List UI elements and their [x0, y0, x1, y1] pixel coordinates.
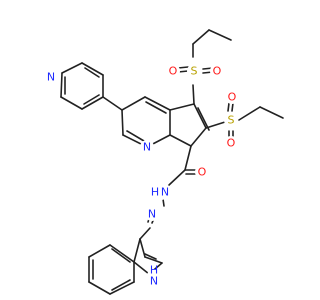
bond [192, 29, 210, 45]
bond [139, 238, 146, 258]
bond [133, 238, 141, 263]
bond [238, 106, 261, 121]
bond [111, 279, 131, 291]
ring-n-bg [140, 140, 154, 154]
carbonyl-o-bg [195, 165, 209, 179]
so2-right-s-label: S [228, 114, 235, 127]
bond [144, 253, 157, 260]
bond [197, 107, 210, 131]
bond [184, 145, 192, 171]
bond [126, 130, 145, 142]
bond [88, 244, 111, 258]
bond [111, 248, 131, 263]
structure-canvas: N N S O O S O O O N H N H N [44, 29, 284, 295]
bond [60, 96, 83, 110]
bond [162, 198, 165, 207]
so2-top-o2-label: O [213, 65, 222, 78]
so2-right-o2-bg [224, 136, 238, 150]
bond [177, 66, 189, 69]
bond [102, 96, 123, 111]
bond [121, 96, 146, 111]
so2-right-s-bg [224, 113, 238, 127]
bond [193, 103, 207, 129]
bond [190, 127, 207, 147]
bond [109, 281, 135, 295]
bond [208, 29, 232, 41]
indole-n-label: N [150, 275, 158, 288]
amide-nh-bg [153, 184, 169, 200]
indole-h-label: H [150, 264, 158, 277]
bond [121, 109, 124, 136]
ring-n-label: N [143, 141, 151, 154]
pyridine-n-bg [44, 70, 58, 84]
carbonyl-o-label: O [198, 166, 207, 179]
bond [169, 134, 192, 147]
so2-right-o1-label: O [228, 91, 237, 104]
bond [133, 261, 150, 275]
bond [168, 169, 186, 186]
bond [139, 227, 151, 240]
amide-n-label: N [161, 186, 169, 199]
bond [81, 62, 104, 76]
amide-h-label: H [151, 186, 159, 199]
so2-top-o1-bg [166, 64, 180, 78]
indole-nh-bg [147, 269, 161, 283]
bond [145, 101, 167, 114]
so2-top-s-bg [187, 64, 201, 78]
bond [144, 256, 163, 264]
bond [81, 96, 104, 110]
bond [231, 102, 234, 112]
so2-right-o2-label: O [227, 137, 236, 150]
imine-n-label: N [148, 208, 156, 221]
bond [144, 96, 171, 111]
atom-layer: N N S O O S O O O N H N H N [44, 64, 239, 288]
bond [84, 67, 100, 78]
bond [169, 103, 195, 111]
pyridine-n-label: N [47, 71, 55, 84]
bond [259, 106, 284, 119]
bond [61, 62, 83, 74]
bond [205, 121, 226, 129]
molecule-diagram: N N S O O S O O O N H N H N [44, 29, 284, 295]
bond [83, 94, 100, 105]
bond [192, 84, 195, 105]
so2-right-o1-bg [225, 90, 239, 104]
imine-n-bg [145, 207, 159, 221]
bond [88, 281, 111, 295]
so2-top-o1-label: O [169, 65, 178, 78]
so2-top-s-label: S [191, 65, 198, 78]
bond [109, 244, 135, 263]
bond [227, 102, 230, 112]
so2-top-o2-bg [210, 64, 224, 78]
bond [60, 72, 63, 98]
